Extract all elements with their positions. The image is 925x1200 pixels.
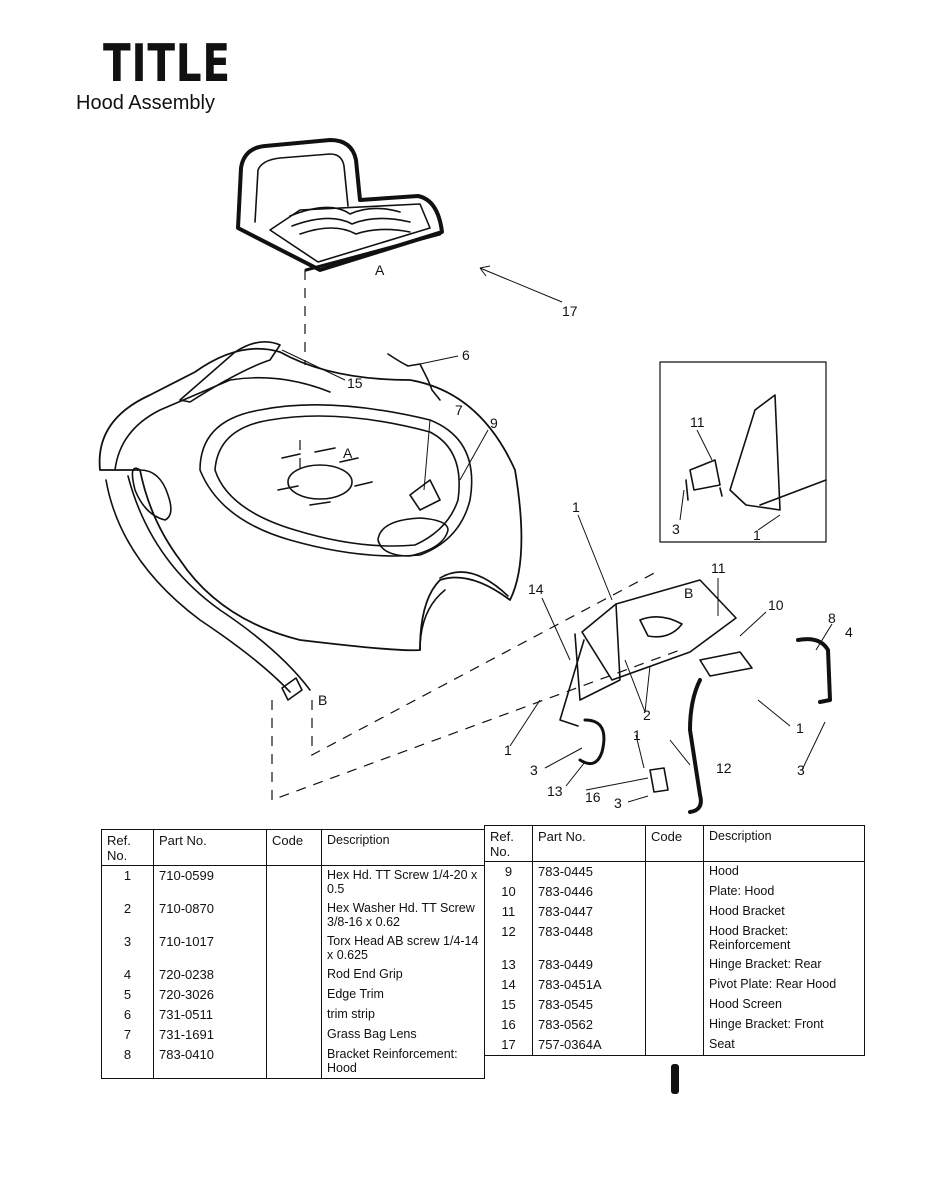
callout-16: 16 — [585, 789, 601, 805]
exploded-parts-diagram: A A B B 17 15 6 7 9 11 3 1 1 11 10 14 8 … — [98, 138, 853, 814]
callout-8: 8 — [828, 610, 836, 626]
callout-17: 17 — [562, 303, 578, 319]
page-title: TITLE — [103, 34, 231, 94]
trim-strip-drawing — [387, 353, 441, 401]
callout-3-bottom: 3 — [614, 795, 622, 811]
callout-3-right: 3 — [797, 762, 805, 778]
inset-bracket-drawing — [685, 394, 827, 511]
callout-A-hood: A — [343, 445, 353, 461]
callout-A-seat: A — [375, 262, 385, 278]
callout-15: 15 — [347, 375, 363, 391]
callout-1-right: 1 — [796, 720, 804, 736]
callout-B-hood: B — [318, 692, 327, 708]
callout-13: 13 — [547, 783, 563, 799]
callout-3-left: 3 — [530, 762, 538, 778]
header-ref: Ref. No. — [101, 829, 154, 866]
seat-drawing — [236, 138, 444, 272]
header-code: Code — [645, 825, 704, 862]
callout-1-inset: 1 — [753, 527, 761, 543]
header-part-no: Part No. — [153, 829, 267, 866]
projection-lines — [271, 270, 681, 801]
detail-inset-frame — [659, 361, 827, 543]
callout-B-plate: B — [684, 585, 693, 601]
hood-drawing — [98, 340, 523, 701]
callout-3-inset: 3 — [672, 521, 680, 537]
callout-6: 6 — [462, 347, 470, 363]
header-ref: Ref. No. — [484, 825, 533, 862]
callout-1-top: 1 — [572, 499, 580, 515]
callout-10: 10 — [768, 597, 784, 613]
header-part-no: Part No. — [532, 825, 646, 862]
callout-11-inset: 11 — [690, 414, 705, 430]
callout-2: 2 — [643, 707, 651, 723]
callout-7: 7 — [455, 402, 463, 418]
callout-11: 11 — [711, 560, 726, 576]
callout-12: 12 — [716, 760, 732, 776]
header-code: Code — [266, 829, 322, 866]
page-subtitle: Hood Assembly — [76, 92, 215, 114]
callout-1-bottom: 1 — [633, 727, 641, 743]
callout-4: 4 — [845, 624, 853, 640]
callout-1-left: 1 — [504, 742, 512, 758]
code-mark — [671, 1064, 679, 1094]
pivot-plate-drawing — [559, 579, 832, 814]
header-description: Description — [703, 825, 865, 862]
leader-lines — [281, 265, 833, 803]
header-description: Description — [321, 829, 485, 866]
callout-14: 14 — [528, 581, 544, 597]
callout-9: 9 — [490, 415, 498, 431]
